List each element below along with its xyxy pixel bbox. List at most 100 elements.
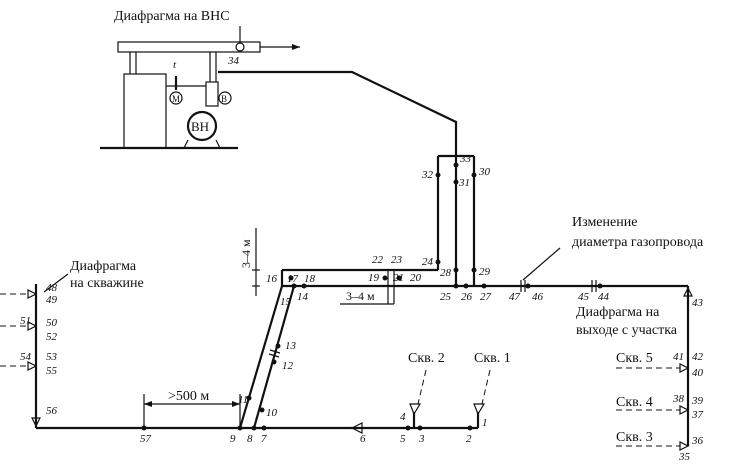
diameter-change-label-2: диаметра газопровода: [572, 235, 704, 250]
feed-54-arrow-icon: [27, 361, 38, 371]
point-30: 30: [478, 166, 491, 178]
point-10: 10: [266, 407, 278, 419]
gauge-m-icon: [169, 91, 183, 105]
point-37: 37: [691, 409, 704, 421]
point-29: 29: [479, 266, 491, 278]
dim-horizontal-label: 3–4 м: [346, 289, 375, 303]
node-10: [259, 407, 265, 413]
point-24: 24: [422, 256, 434, 268]
node-11: [246, 395, 252, 401]
pump-leg-right: [215, 139, 221, 149]
node-8: [251, 425, 257, 431]
point-11: 11: [238, 394, 248, 406]
point-7: 7: [261, 433, 267, 445]
flow-arrow-56-icon: [31, 417, 41, 428]
point-25: 25: [440, 291, 452, 303]
well-diaphragm-label-1: Диафрагма: [70, 259, 137, 274]
point-27: 27: [480, 291, 492, 303]
point-40: 40: [692, 367, 704, 379]
node-26: [463, 283, 469, 289]
point-26: 26: [461, 291, 473, 303]
point-9: 9: [230, 433, 236, 445]
well-2-label: Скв. 2: [408, 351, 445, 366]
node-29: [471, 267, 477, 273]
point-16: 16: [266, 273, 278, 285]
node-30: [471, 172, 477, 178]
well-1-label: Скв. 1: [474, 351, 511, 366]
node-12: [271, 359, 277, 365]
point-50: 50: [46, 317, 58, 329]
point-4: 4: [400, 411, 406, 423]
flow-arrow-6-icon: [350, 422, 363, 434]
point-43: 43: [692, 297, 704, 309]
well-3-arrow-icon: [679, 441, 690, 451]
point-3: 3: [418, 433, 425, 445]
vns-diaphragm-label: Диафрагма на ВНС: [114, 9, 230, 24]
point-46: 46: [532, 291, 544, 303]
diameter-change-label-1: Изменение: [572, 215, 637, 230]
station-tank: [123, 73, 167, 149]
point-6: 6: [360, 433, 366, 445]
node-19: [382, 275, 388, 281]
point-2: 2: [466, 433, 472, 445]
dim-500-arrow-right-icon: [232, 401, 240, 407]
well-1-arrow-icon: [473, 403, 486, 416]
diagonal-valve-2: [268, 353, 280, 358]
node-44: [597, 283, 603, 289]
point-8: 8: [247, 433, 253, 445]
point-57: 57: [140, 433, 152, 445]
header-loop: 32 33 31 30 24 28 29: [421, 153, 491, 286]
point-53: 53: [46, 351, 58, 363]
diagonal-valve-1: [269, 349, 281, 354]
vns-diaphragm-icon: [235, 42, 245, 52]
well-diaphragm-leader: [43, 273, 69, 293]
vacuum-pump-label: ВН: [191, 119, 209, 134]
well-diaphragm-label-2: на скважине: [70, 276, 144, 291]
exit-diaphragm-label-2: выходе с участка: [576, 323, 678, 338]
point-5: 5: [400, 433, 406, 445]
point-52: 52: [46, 331, 58, 343]
point-48: 48: [46, 282, 58, 294]
diagonal-pipe-left: [238, 285, 284, 429]
point-49: 49: [46, 294, 58, 306]
gauge-v-label: В: [221, 94, 227, 104]
point-51: 51: [20, 315, 31, 327]
point-22: 22: [372, 254, 384, 266]
point-42: 42: [692, 351, 704, 363]
diagonal-pipe-right: [252, 285, 296, 429]
node-3: [417, 425, 423, 431]
point-17: 17: [287, 273, 299, 285]
point-44: 44: [598, 291, 610, 303]
vacuum-pump-icon: [186, 110, 218, 142]
pump-leg-left: [183, 139, 189, 149]
node-17: [288, 275, 294, 281]
well-2-feed-line: [417, 369, 427, 405]
node-27: [481, 283, 487, 289]
point-36: 36: [691, 435, 704, 447]
node-28: [453, 267, 459, 273]
node-24: [435, 259, 441, 265]
well-5-arrow-icon: [679, 363, 690, 373]
node-5: [405, 425, 411, 431]
node-7: [261, 425, 267, 431]
point-41: 41: [673, 351, 684, 363]
point-18: 18: [304, 273, 316, 285]
point-34: 34: [227, 55, 240, 67]
gauge-v-icon: [218, 91, 232, 105]
point-39: 39: [691, 395, 704, 407]
point-33: 33: [459, 153, 472, 165]
point-15: 15: [280, 296, 292, 308]
feed-51-arrow-icon: [27, 321, 38, 331]
point-19: 19: [368, 272, 380, 284]
point-54: 54: [20, 351, 32, 363]
point-1: 1: [482, 417, 488, 429]
point-13: 13: [285, 340, 297, 352]
pump-station: t М В ВН Диафрагма на ВНС 34: [100, 9, 300, 150]
point-31: 31: [458, 177, 470, 189]
flow-arrow-43-icon: [683, 286, 693, 297]
point-45: 45: [578, 291, 590, 303]
diameter-change-leader: [522, 247, 561, 281]
point-23: 23: [391, 254, 403, 266]
